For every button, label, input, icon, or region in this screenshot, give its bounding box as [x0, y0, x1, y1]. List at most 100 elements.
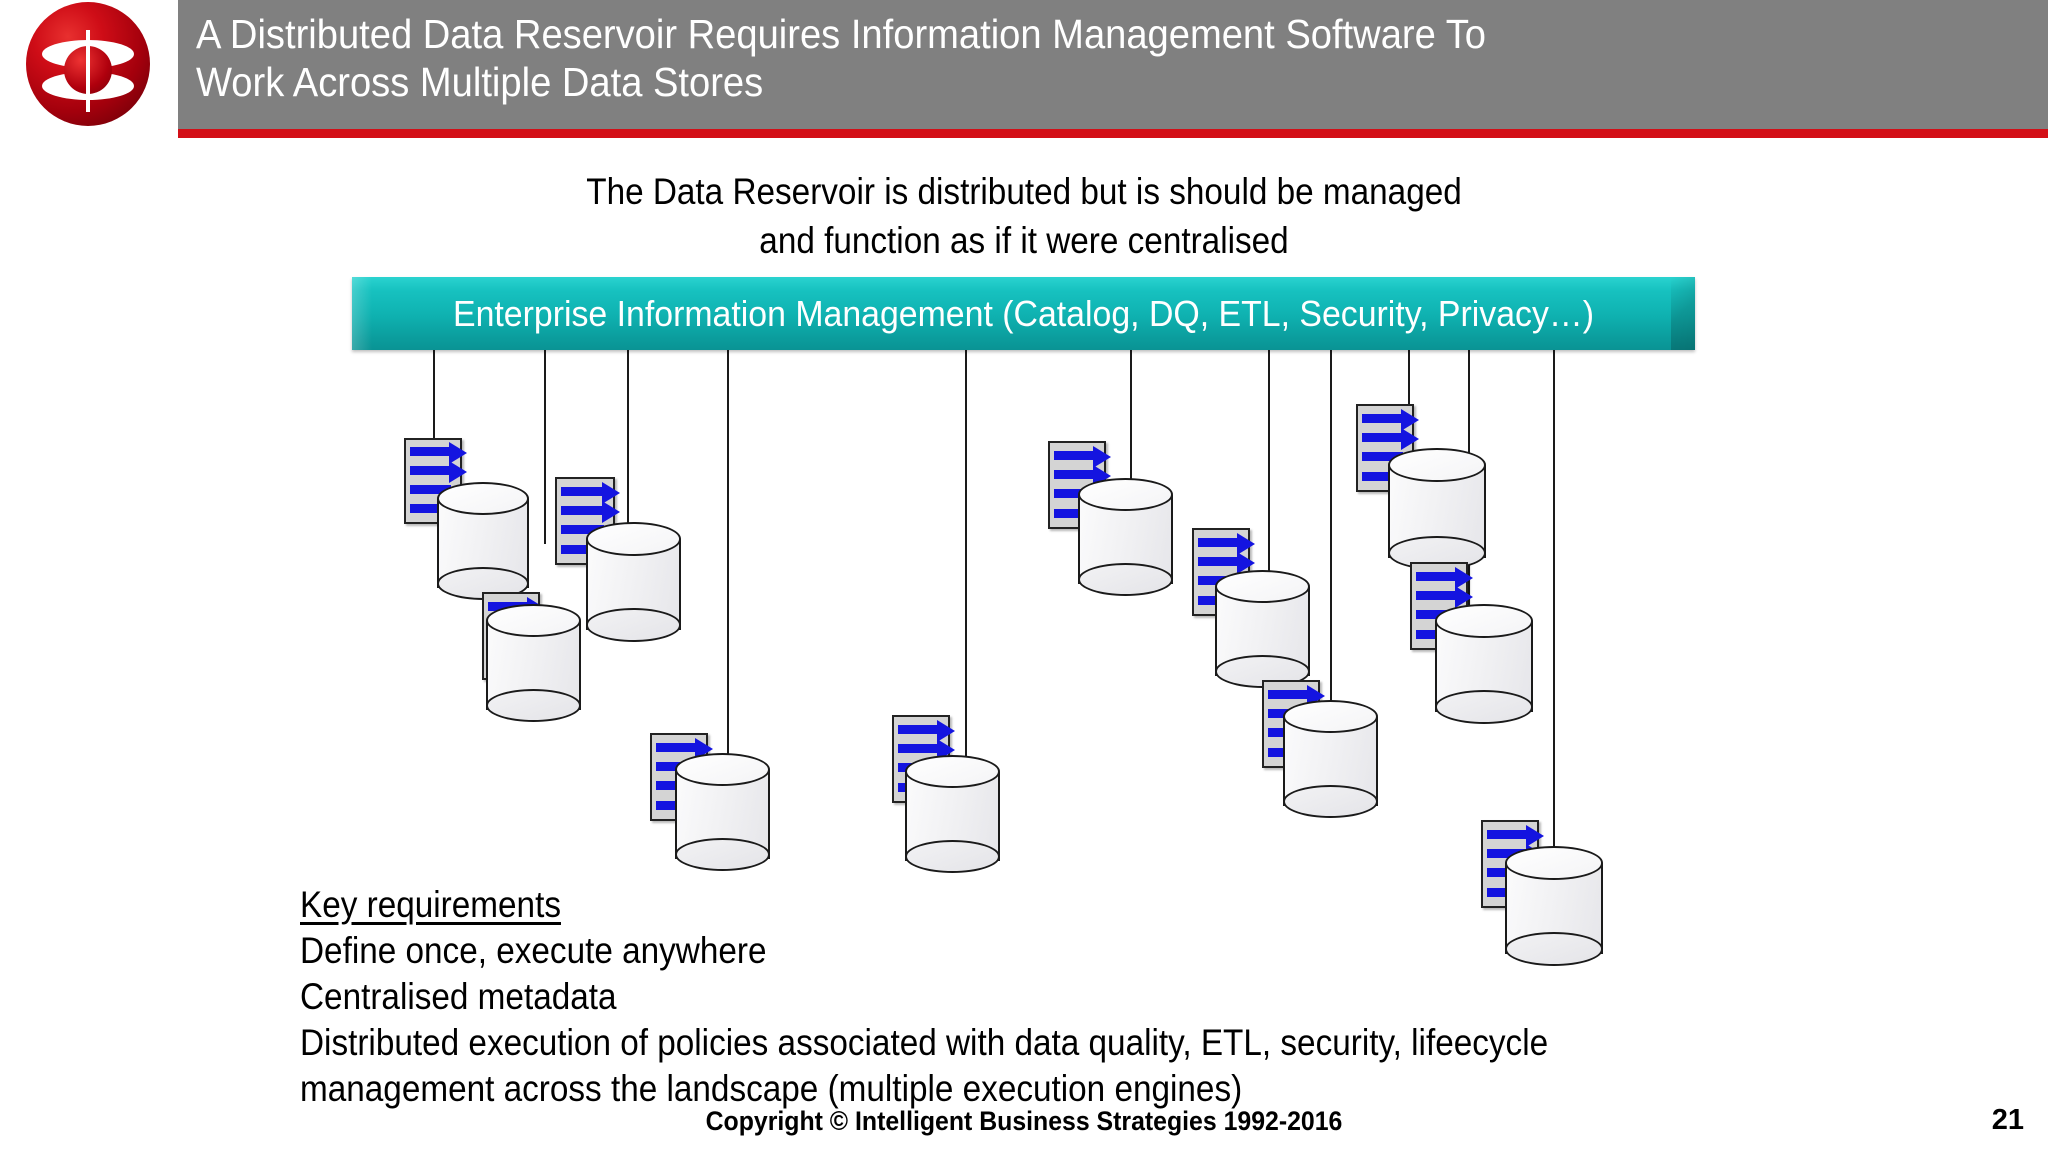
arrow-head-2: [937, 738, 956, 761]
arrow-head-1: [1526, 824, 1545, 847]
arrow-bar-3: [1362, 452, 1404, 462]
cylinder-body: [1505, 862, 1603, 954]
arrow-bar-1: [410, 447, 452, 457]
arrow-head-1: [695, 737, 714, 760]
arrow-bar-3: [410, 485, 452, 495]
database-cylinder-icon: [486, 604, 581, 722]
arrow-bar-4: [1416, 629, 1450, 639]
key-requirement-line-3: Distributed execution of policies associ…: [300, 1022, 1549, 1063]
database-cylinder-icon: [586, 522, 681, 642]
cylinder-top: [1283, 700, 1378, 734]
cylinder-body: [1435, 620, 1533, 712]
footer-copyright: Copyright © Intelligent Business Strateg…: [705, 1106, 1343, 1136]
connector-line-10: [1468, 350, 1470, 626]
data-flow-arrows-icon: [1410, 562, 1474, 650]
cylinder-bot: [437, 566, 529, 600]
footer-page-number: 21: [1991, 1104, 2024, 1136]
arrow-bar-4: [1268, 747, 1302, 757]
cylinder-top: [1388, 448, 1486, 483]
arrow-bar-1: [1268, 689, 1310, 699]
cylinder-bot: [1078, 562, 1173, 596]
intelligent-business-strategies-logo-icon: [26, 2, 150, 126]
subtitle-line-1: The Data Reservoir is distributed but is…: [586, 171, 1462, 212]
database-cylinder-icon: [1078, 478, 1173, 596]
database-cylinder-icon: [675, 753, 770, 871]
cylinder-bot: [486, 688, 581, 722]
cylinder-bot: [905, 839, 1000, 873]
data-flow-arrows-icon: [555, 477, 620, 565]
arrow-bar-1: [488, 601, 530, 611]
cylinder-top: [486, 604, 581, 638]
arrow-head-2: [1401, 427, 1420, 450]
cylinder-body: [905, 771, 1000, 862]
arrow-bar-3: [488, 640, 530, 650]
database-cylinder-icon: [1388, 448, 1486, 570]
connector-line-7: [1268, 350, 1270, 592]
arrow-bar-2: [1198, 556, 1240, 567]
data-flow-arrows-icon: [1262, 680, 1326, 768]
page-title: A Distributed Data Reservoir Requires In…: [196, 10, 1861, 107]
connector-line-11: [1553, 350, 1555, 868]
arrow-bar-1: [1198, 537, 1240, 547]
database-cylinder-icon: [1435, 604, 1533, 724]
cylinder-bot: [1215, 654, 1310, 688]
arrow-head-2: [1307, 703, 1326, 726]
arrow-bar-4: [1487, 887, 1521, 897]
database-cylinder-icon: [1215, 570, 1310, 688]
arrow-bar-4: [1054, 508, 1088, 518]
key-requirements-heading: Key requirements: [300, 884, 561, 925]
connector-line-3: [627, 350, 629, 626]
arrow-bar-3: [898, 763, 940, 773]
subtitle-block: The Data Reservoir is distributed but is…: [102, 168, 1945, 266]
arrow-bar-4: [488, 659, 522, 669]
arrow-head-1: [1307, 684, 1326, 707]
arrow-head-2: [527, 615, 546, 638]
arrow-head-2: [1455, 585, 1474, 608]
arrow-head-2: [449, 461, 468, 484]
arrow-head-1: [1093, 445, 1112, 468]
data-flow-arrows-icon: [892, 715, 956, 803]
data-flow-arrows-icon: [1048, 441, 1112, 529]
arrow-bar-2: [898, 743, 940, 754]
connector-line-2: [544, 350, 546, 544]
arrow-bar-3: [1198, 576, 1240, 586]
cylinder-top: [675, 753, 770, 787]
cylinder-bot: [1435, 690, 1533, 724]
cylinder-body: [1215, 586, 1310, 677]
arrow-bar-3: [656, 781, 698, 791]
cylinder-body: [437, 498, 529, 589]
arrow-head-1: [1455, 566, 1474, 589]
arrow-bar-2: [1487, 848, 1529, 859]
cylinder-bot: [1388, 535, 1486, 570]
arrow-bar-1: [1362, 413, 1404, 423]
cylinder-top: [586, 522, 681, 556]
key-requirement-line-2: Centralised metadata: [300, 976, 617, 1017]
cylinder-top: [1435, 604, 1533, 638]
arrow-bar-1: [1487, 829, 1529, 839]
arrow-head-1: [1401, 408, 1420, 431]
arrow-bar-1: [656, 742, 698, 752]
connector-line-4: [727, 350, 729, 775]
header-accent-rule: [178, 129, 2048, 138]
arrow-bar-3: [1487, 868, 1529, 878]
cylinder-bot: [1505, 932, 1603, 966]
connector-line-5: [965, 350, 967, 777]
arrow-head-2: [601, 500, 620, 523]
cylinder-bot: [675, 837, 770, 871]
database-cylinder-icon: [1505, 846, 1603, 966]
arrow-head-1: [937, 719, 956, 742]
enterprise-information-management-banner[interactable]: Enterprise Information Management (Catal…: [352, 277, 1695, 350]
arrow-bar-2: [1054, 469, 1096, 480]
arrow-bar-2: [656, 761, 698, 772]
cylinder-body: [1078, 494, 1173, 585]
cylinder-top: [1078, 478, 1173, 512]
database-cylinder-icon: [905, 755, 1000, 873]
arrow-bar-3: [1416, 610, 1458, 620]
arrow-bar-4: [656, 800, 690, 810]
arrow-head-2: [695, 756, 714, 779]
data-flow-arrows-icon: [1192, 528, 1256, 616]
arrow-bar-1: [1416, 571, 1458, 581]
page-title-line-2: Work Across Multiple Data Stores: [196, 59, 764, 106]
arrow-head-1: [601, 481, 620, 504]
